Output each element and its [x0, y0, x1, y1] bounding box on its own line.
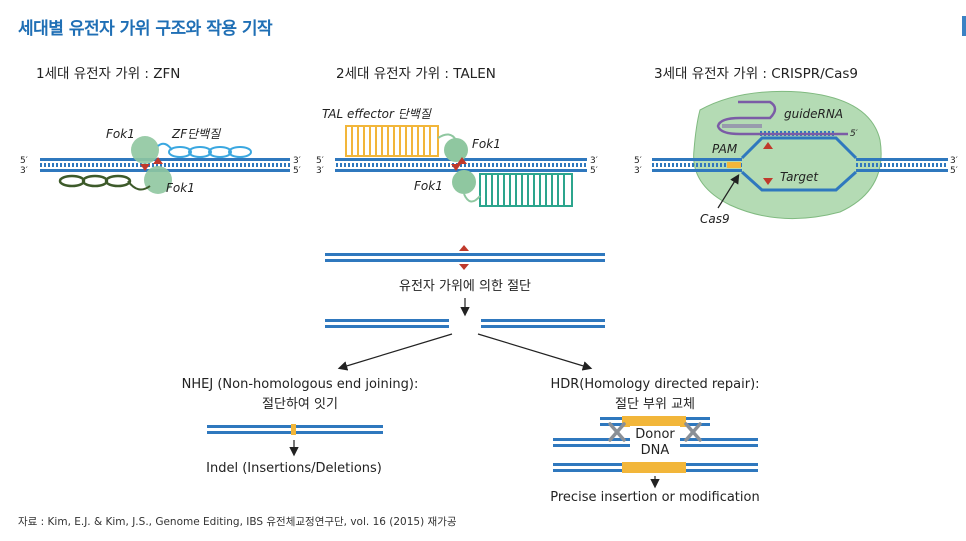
- cut-step: 유전자 가위에 의한 절단: [325, 245, 605, 371]
- crispr-diagram: guideRNA 5′ PAM Target Cas9 5′ 3′ 3′ 5′: [634, 90, 958, 226]
- talen-cut-marker-bottom: [451, 164, 461, 171]
- talen-fok1-bottom-domain: [452, 170, 476, 194]
- cut-marker-top: [459, 245, 469, 251]
- crossover-marks: [608, 422, 702, 442]
- corner-accent-bar: [962, 16, 966, 36]
- cut-dna-top-strand: [325, 253, 605, 256]
- talen-end-5-left: 5′: [316, 156, 324, 166]
- talen-fok1-top-domain: [444, 138, 468, 162]
- zfn-linker-top: [157, 142, 173, 151]
- zfn-diagram: Fok1 ZF단백질 Fok1 5′ 3′ 3′ 5′: [20, 127, 301, 195]
- tal-effector-teal: [479, 173, 573, 207]
- cut-dna-bottom-strand: [325, 259, 605, 262]
- broken-dna: [325, 319, 605, 328]
- tal-effector-yellow: [345, 125, 439, 157]
- zfn-fok1-top-label: Fok1: [106, 127, 135, 141]
- talen-linker-top: [437, 133, 457, 141]
- tal-effector-label: TAL effector 단백질: [322, 107, 432, 121]
- gen2-heading: 2세대 유전자 가위 : TALEN: [336, 66, 496, 82]
- zfn-dark-green-fingers: [58, 174, 132, 188]
- hdr-result: Precise insertion or modification: [550, 490, 759, 505]
- cut-label: 유전자 가위에 의한 절단: [399, 279, 531, 294]
- pam-site: [727, 162, 741, 168]
- nhej-subtitle: 절단하여 잇기: [262, 397, 338, 412]
- hdr-target-dna: [553, 438, 758, 447]
- crispr-end-5-left: 5′: [634, 156, 642, 166]
- cas9-protein-blob: [693, 90, 882, 219]
- talen-end-3-left: 3′: [316, 166, 324, 176]
- guide-rna-label: guideRNA: [784, 107, 843, 121]
- crispr-cut-marker-top: [763, 142, 773, 149]
- arrow-to-hdr: [477, 333, 593, 371]
- cut-marker-bottom: [459, 264, 469, 270]
- cas9-pointer-arrow: [717, 173, 740, 209]
- talen-fok1-bottom-label: Fok1: [414, 179, 443, 193]
- pam-label: PAM: [712, 142, 738, 156]
- guide-rna: [716, 100, 848, 136]
- zfn-fok1-bottom-label: Fok1: [166, 181, 195, 195]
- gen3-heading: 3세대 유전자 가위 : CRISPR/Cas9: [654, 66, 858, 82]
- zfn-cut-marker-bottom: [140, 164, 150, 171]
- hdr-subtitle: 절단 부위 교체: [615, 397, 695, 412]
- arrow-to-nhej: [337, 333, 453, 371]
- crispr-dna-bottom-bubble: [740, 170, 858, 192]
- hdr-branch: HDR(Homology directed repair): 절단 부위 교체 …: [550, 377, 759, 505]
- hdr-title: HDR(Homology directed repair):: [550, 377, 759, 392]
- nhej-title: NHEJ (Non-homologous end joining):: [182, 377, 419, 392]
- donor-label-line2: DNA: [641, 443, 670, 458]
- guide-rna-5-end: 5′: [850, 129, 858, 139]
- donor-label-line1: Donor: [635, 427, 675, 442]
- crispr-end-5-right: 5′: [950, 166, 958, 176]
- donor-label-backdrop: [630, 426, 680, 456]
- talen-diagram: TAL effector 단백질 Fok1 Fok1 5′ 3′ 3′ 5′: [316, 107, 598, 207]
- zfn-cut-marker-top: [153, 157, 163, 164]
- crispr-cut-marker-bottom: [763, 178, 773, 185]
- zfn-linker-bottom: [127, 180, 151, 191]
- zfn-fok1-top-domain: [131, 136, 159, 164]
- talen-end-5-right: 5′: [590, 166, 598, 176]
- crispr-end-3-left: 3′: [634, 166, 642, 176]
- gen1-heading: 1세대 유전자 가위 : ZFN: [36, 66, 180, 82]
- crispr-end-3-right: 3′: [950, 156, 958, 166]
- talen-fok1-top-label: Fok1: [472, 137, 501, 151]
- cas9-label: Cas9: [700, 212, 730, 226]
- talen-linker-bottom: [463, 193, 481, 203]
- nhej-result: Indel (Insertions/Deletions): [206, 461, 382, 476]
- zfn-end-5-left: 5′: [20, 156, 28, 166]
- page-title: 세대별 유전자 가위 구조와 작용 기작: [18, 19, 273, 39]
- crispr-dna-top-bubble: [740, 136, 858, 160]
- zfn-fok1-bottom-domain: [144, 166, 172, 194]
- zfn-end-3-left: 3′: [20, 166, 28, 176]
- hdr-repaired-dna: [553, 462, 758, 473]
- crispr-dna-left: [652, 158, 742, 172]
- zf-protein-shape: [168, 146, 252, 158]
- nhej-branch: NHEJ (Non-homologous end joining): 절단하여 …: [182, 377, 419, 476]
- source-citation: 자료 : Kim, E.J. & Kim, J.S., Genome Editi…: [18, 516, 457, 528]
- zf-protein-label: ZF단백질: [171, 127, 221, 141]
- zfn-end-3-right: 3′: [293, 156, 301, 166]
- crispr-dna-right: [856, 158, 948, 172]
- talen-end-3-right: 3′: [590, 156, 598, 166]
- zfn-end-5-right: 5′: [293, 166, 301, 176]
- talen-cut-marker-top: [457, 157, 467, 164]
- target-label: Target: [780, 170, 819, 184]
- nhej-indel-mark: [291, 424, 296, 435]
- donor-dna-strand: [600, 416, 710, 427]
